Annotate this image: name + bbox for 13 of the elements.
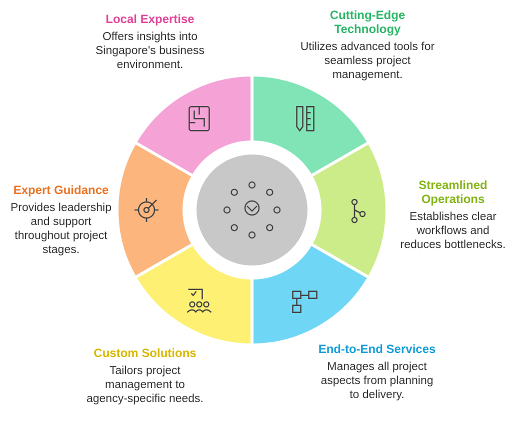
segment-heading: Custom Solutions	[92, 346, 198, 360]
segment-description: Manages all project aspects from planning to delivery.	[320, 360, 434, 402]
segment-description: Tailors project management to agency-specific needs.	[86, 364, 204, 406]
segment-description: Offers insights into Singapore's business environment.	[95, 30, 205, 72]
segment-description: Utilizes advanced tools for seamless project management.	[300, 40, 435, 82]
segment-description: Establishes clear workflows and reduces bottlenecks.	[399, 210, 507, 252]
center-circle	[194, 152, 310, 268]
segment-heading: End-to-End Services	[318, 342, 436, 356]
segment-heading: Expert Guidance	[12, 183, 110, 197]
segment-description: Provides leadership and support throughout project stages.	[9, 201, 112, 257]
segment-heading: Cutting-Edge Technology	[328, 8, 406, 36]
segment-heading: Local Expertise	[104, 12, 196, 26]
segment-heading: Streamlined Operations	[418, 178, 488, 206]
